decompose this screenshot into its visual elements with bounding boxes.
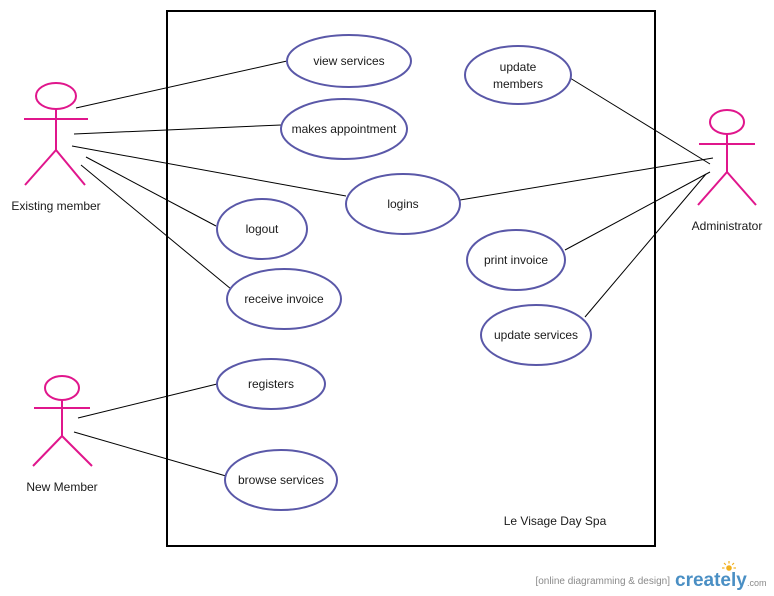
assoc-new-browse-services xyxy=(73,431,227,477)
use-case-makes-appointment xyxy=(280,98,408,160)
actor-head xyxy=(35,82,77,110)
assoc-admin-update-services xyxy=(584,173,707,318)
use-case-receive-invoice xyxy=(226,268,342,330)
use-case-view-services xyxy=(286,34,412,88)
assoc-existing-makes-appointment xyxy=(73,124,282,135)
actor-label-existing-member: Existing member xyxy=(11,199,100,213)
use-case-label-view-services: view services xyxy=(313,54,384,68)
use-case-label-logout: logout xyxy=(246,222,279,236)
footer-brand: creately xyxy=(675,570,747,591)
creately-logo: creately .com xyxy=(675,561,767,591)
actor-label-administrator: Administrator xyxy=(692,219,763,233)
use-case-logins xyxy=(345,173,461,235)
footer-tagline: [online diagramming & design] xyxy=(535,576,670,587)
actor-administrator xyxy=(697,109,757,206)
use-case-registers xyxy=(216,358,326,410)
assoc-existing-logins xyxy=(71,145,347,197)
use-case-label-registers: registers xyxy=(248,377,294,391)
actor-label-new-member: New Member xyxy=(26,480,97,494)
use-case-label-logins: logins xyxy=(387,197,418,211)
assoc-existing-logout xyxy=(85,156,217,227)
sun-icon xyxy=(722,561,736,571)
system-boundary xyxy=(166,10,656,547)
use-case-browse-services xyxy=(224,449,338,511)
use-case-label-update-members-line1: update xyxy=(500,60,537,74)
system-boundary-label: Le Visage Day Spa xyxy=(504,514,607,528)
use-case-update-members xyxy=(464,45,572,105)
actor-head xyxy=(44,375,80,401)
use-case-update-services xyxy=(480,304,592,366)
use-case-label-receive-invoice: receive invoice xyxy=(244,292,324,306)
use-case-label-update-members-line2: members xyxy=(493,77,543,91)
assoc-existing-receive-invoice xyxy=(80,164,232,290)
actor-new-member xyxy=(32,375,93,467)
assoc-existing-view-services xyxy=(75,60,288,109)
assoc-admin-print-invoice xyxy=(564,171,711,251)
actor-existing-member xyxy=(24,82,88,186)
assoc-admin-logins xyxy=(459,157,714,201)
use-case-label-makes-appointment: makes appointment xyxy=(292,122,397,136)
use-case-print-invoice xyxy=(466,229,566,291)
assoc-new-registers xyxy=(77,383,218,419)
actor-head xyxy=(709,109,745,135)
use-case-label-print-invoice: print invoice xyxy=(484,253,548,267)
use-case-label-update-services: update services xyxy=(494,328,578,342)
use-case-logout xyxy=(216,198,308,260)
use-case-label-browse-services: browse services xyxy=(238,473,324,487)
footer-brand-suffix: .com xyxy=(747,578,767,588)
assoc-admin-update-members xyxy=(569,77,711,165)
